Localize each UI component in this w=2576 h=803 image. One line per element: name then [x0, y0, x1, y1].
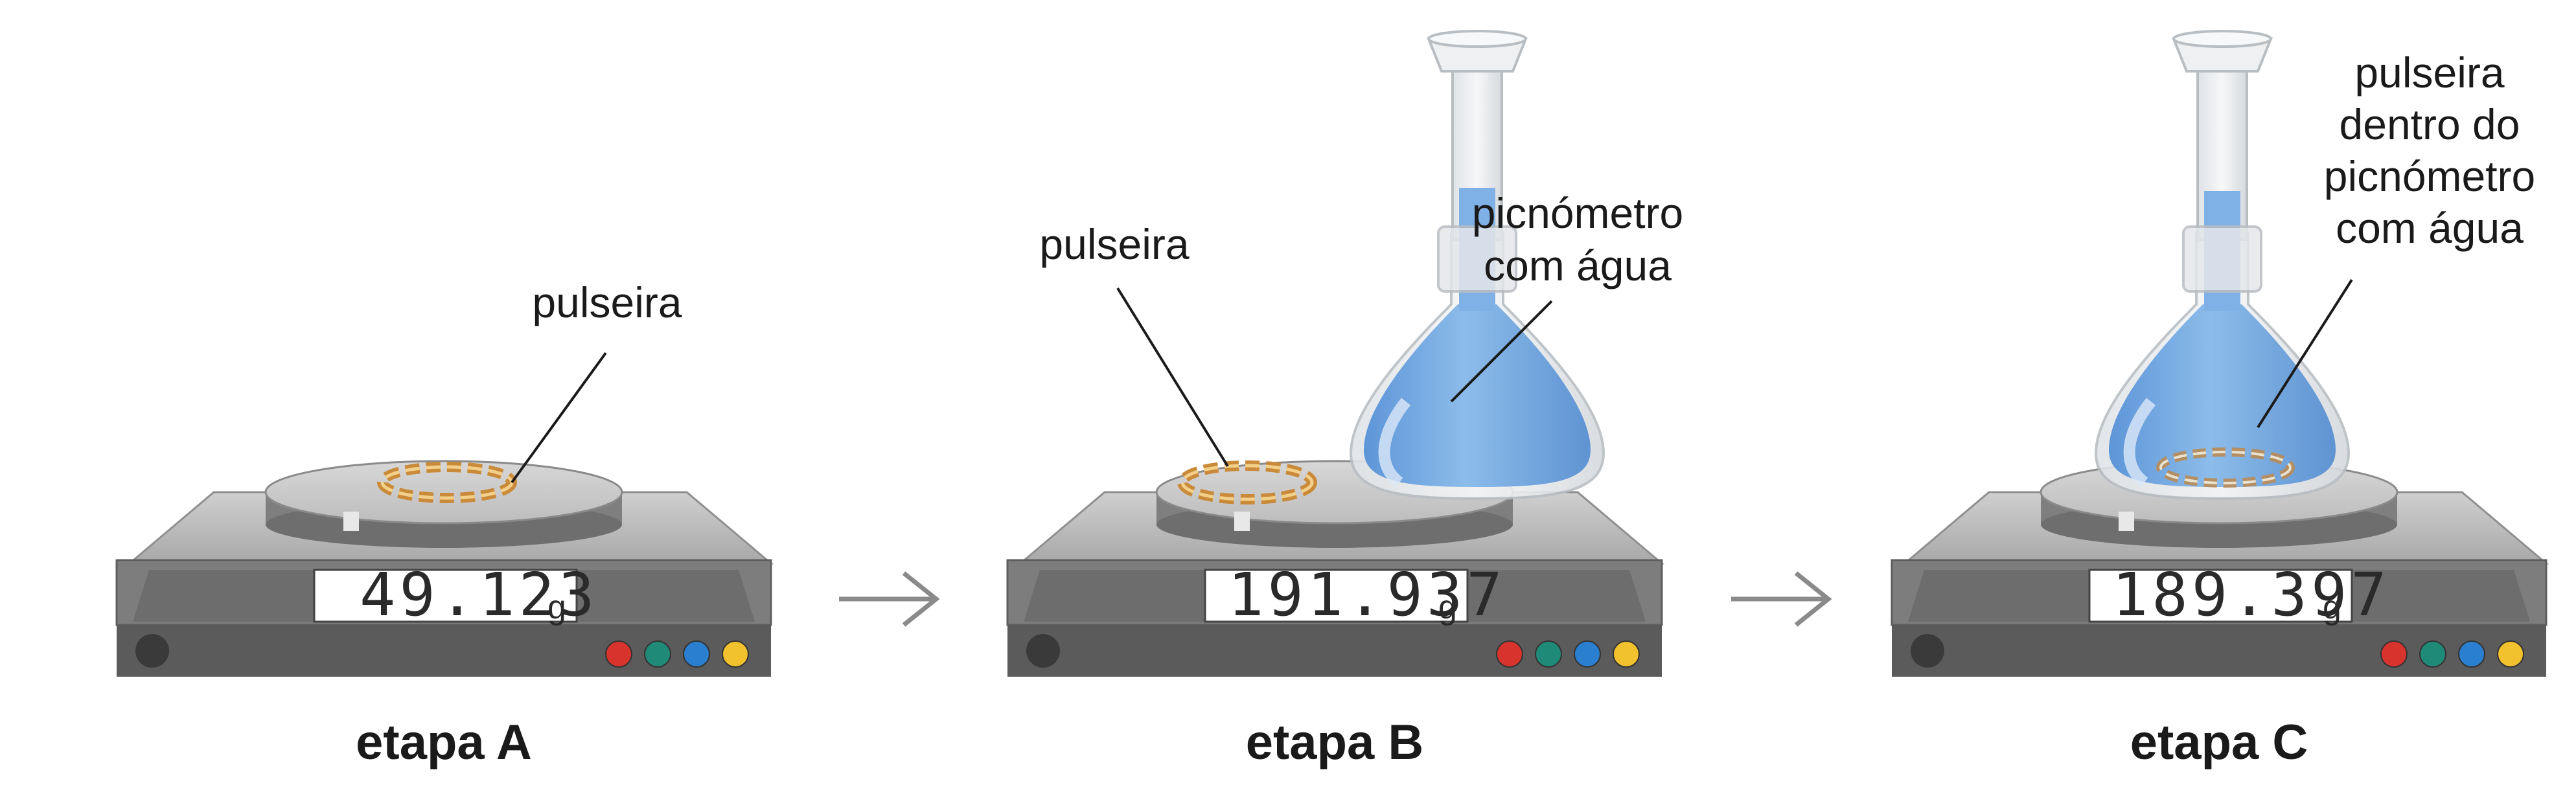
- scale-reading: 191.937: [1228, 560, 1506, 629]
- callout-line3: picnómetro: [2324, 152, 2536, 200]
- arrow-a-to-b: [839, 571, 940, 627]
- button-blue: [1574, 640, 1601, 668]
- water: [1364, 304, 1591, 487]
- stage-c: 189.397 g pulseira: [1891, 30, 2549, 770]
- stopper-sleeve: [2182, 225, 2262, 293]
- pycnometer: [1349, 30, 1605, 501]
- bracelet: [1177, 460, 1317, 504]
- power-button: [1026, 634, 1060, 668]
- button-yellow: [722, 640, 749, 668]
- button-blue: [2458, 640, 2485, 668]
- scale-display: [2088, 569, 2353, 623]
- power-button: [1911, 634, 1944, 668]
- scale-unit: g: [547, 589, 566, 626]
- callout-line-pycnometer: [1450, 300, 1553, 403]
- callout-bracelet: pulseira: [1039, 220, 1189, 268]
- pycnometer: [2094, 30, 2351, 501]
- scale-reading: 189.397: [2112, 560, 2391, 629]
- button-red: [2380, 640, 2408, 668]
- button-blue: [683, 640, 710, 668]
- bracelet: [2156, 447, 2295, 488]
- stage-label: etapa A: [356, 715, 532, 770]
- scale-unit: g: [1438, 589, 1457, 626]
- stopper-sleeve: [1437, 225, 1517, 293]
- scale-display: [313, 569, 578, 623]
- stage-label: etapa B: [1246, 715, 1424, 770]
- scale: 191.937 g: [1006, 460, 1665, 677]
- callout-line-bracelet-in-pycnometer: [2257, 278, 2353, 429]
- callout-line-bracelet: [511, 352, 607, 484]
- callout-bracelet: pulseira: [532, 278, 682, 326]
- stage-label: etapa C: [2130, 715, 2308, 770]
- button-teal: [644, 640, 671, 668]
- callout-line1: pulseira: [2354, 49, 2504, 96]
- scale: 49.123 g: [115, 460, 774, 677]
- scale-unit: g: [2323, 589, 2341, 626]
- button-red: [605, 640, 632, 668]
- water: [2109, 304, 2336, 487]
- button-teal: [2419, 640, 2446, 668]
- callout-pycnometer-line1: picnómetro: [1472, 189, 1684, 237]
- power-button: [135, 634, 169, 668]
- scale-pan: [264, 460, 623, 525]
- scale-display: [1204, 569, 1469, 623]
- button-red: [1496, 640, 1523, 668]
- stage-a: 49.123 g pulseira etapa A: [115, 278, 774, 770]
- button-yellow: [1613, 640, 1640, 668]
- callout-line-bracelet: [1116, 287, 1229, 468]
- stage-b: 191.937 g pulseira: [1006, 30, 1684, 770]
- callout-pycnometer-line2: com água: [1484, 242, 1672, 289]
- button-teal: [1535, 640, 1562, 668]
- button-yellow: [2497, 640, 2524, 668]
- scale-reading: 49.123: [360, 560, 598, 629]
- arrow-b-to-c: [1731, 571, 1832, 627]
- callout-line4: com água: [2336, 204, 2524, 252]
- callout-line2: dentro do: [2340, 100, 2520, 148]
